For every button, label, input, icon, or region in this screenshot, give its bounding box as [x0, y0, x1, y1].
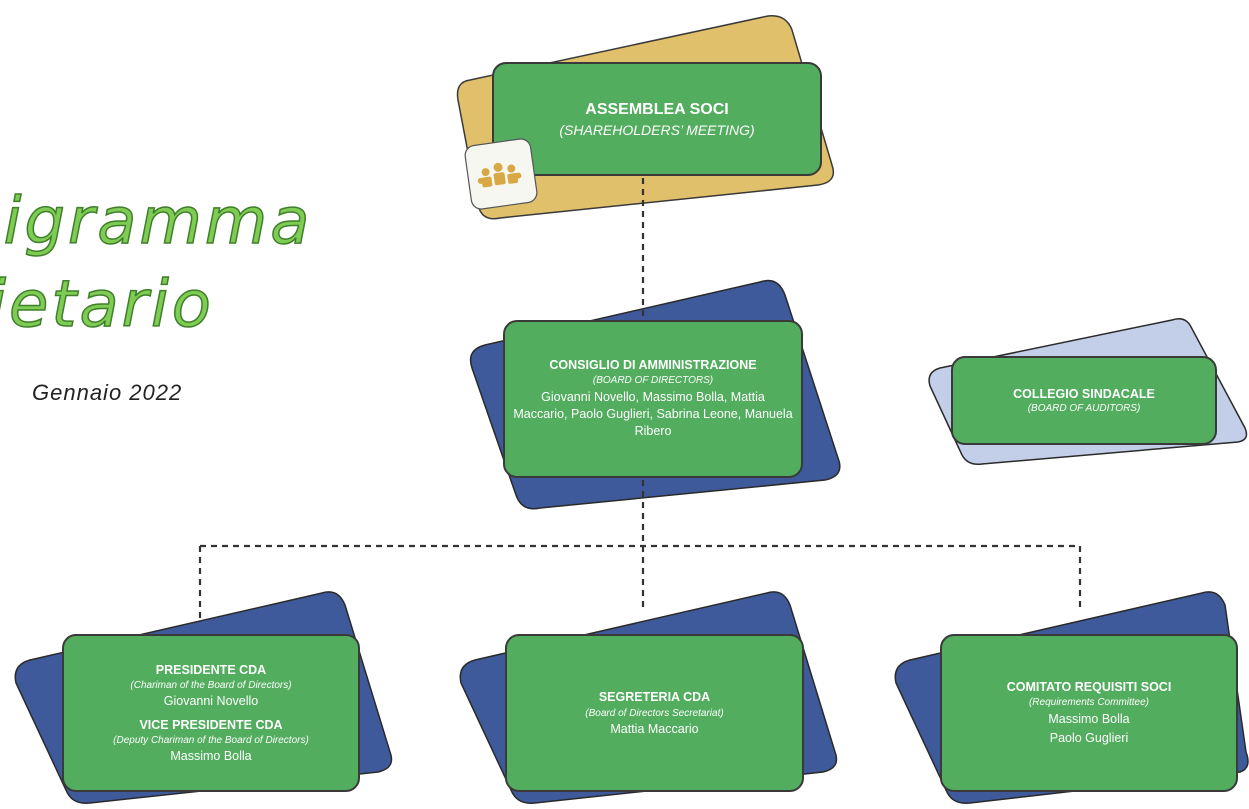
cda-english: (BOARD OF DIRECTORS)	[592, 375, 714, 387]
vice-presidente-heading: VICE PRESIDENTE CDA	[139, 718, 283, 732]
vice-presidente-name: Massimo Bolla	[170, 749, 252, 763]
segreteria-cda-box: SEGRETERIA CDA (Board of Directors Secre…	[505, 634, 804, 792]
presidente-english: (Chariman of the Board of Directors)	[130, 680, 292, 691]
vice-presidente-english: (Deputy Chariman of the Board of Directo…	[113, 735, 309, 746]
comitato-english: (Requirements Committee)	[1028, 696, 1150, 708]
segreteria-english: (Board of Directors Secretariat)	[585, 708, 724, 719]
collegio-english: (BOARD OF AUDITORS)	[1027, 403, 1141, 414]
comitato-member-1: Massimo Bolla	[1048, 711, 1130, 726]
assemblea-soci-box: ASSEMBLEA SOCI (SHAREHOLDERS’ MEETING)	[492, 62, 822, 176]
cda-heading: CONSIGLIO DI AMMINISTRAZIONE	[549, 358, 757, 373]
connector-lines	[198, 178, 1082, 620]
group-of-people-icon	[464, 138, 538, 210]
segreteria-name: Mattia Maccario	[610, 722, 699, 736]
segreteria-heading: SEGRETERIA CDA	[598, 690, 711, 704]
comitato-requisiti-box: COMITATO REQUISITI SOCI (Requirements Co…	[940, 634, 1238, 792]
presidente-name: Giovanni Novello	[163, 694, 259, 708]
comitato-heading: COMITATO REQUISITI SOCI	[1006, 679, 1172, 694]
consiglio-amministrazione-box: CONSIGLIO DI AMMINISTRAZIONE (BOARD OF D…	[503, 320, 803, 478]
collegio-sindacale-box: COLLEGIO SINDACALE (BOARD OF AUDITORS)	[951, 356, 1217, 445]
collegio-heading: COLLEGIO SINDACALE	[1013, 387, 1155, 401]
assemblea-english: (SHAREHOLDERS’ MEETING)	[559, 121, 755, 138]
title-line-1: nigramma	[0, 184, 313, 260]
title-line-2: cietario	[0, 267, 214, 343]
presidente-heading: PRESIDENTE CDA	[155, 663, 267, 677]
comitato-member-2: Paolo Guglieri	[1049, 731, 1129, 745]
date-subtitle: Gennaio 2022	[32, 380, 183, 405]
presidente-cda-box: PRESIDENTE CDA (Chariman of the Board of…	[62, 634, 360, 792]
assemblea-heading: ASSEMBLEA SOCI	[585, 100, 729, 118]
cda-members: Giovanni Novello, Massimo Bolla, Mattia …	[513, 390, 793, 438]
